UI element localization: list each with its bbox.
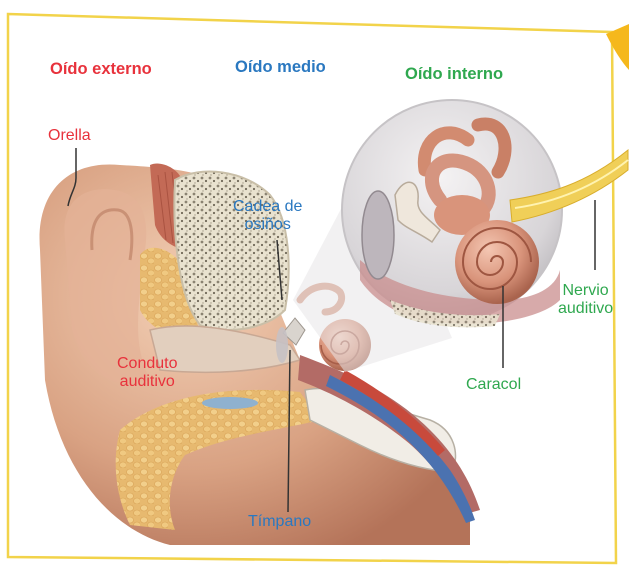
label-auditory-nerve-line2: auditivo [558, 300, 613, 318]
label-ear-canal-line2: auditivo [117, 373, 178, 391]
label-cochlea: Caracol [466, 376, 521, 394]
label-auditory-nerve-line1: Nervio [558, 282, 613, 300]
inset-eardrum [362, 191, 394, 279]
label-auditory-nerve: Nervio auditivo [558, 282, 613, 318]
header-middle-ear: Oído medio [235, 58, 326, 76]
cochlea [455, 220, 539, 304]
temporal-bone [174, 172, 288, 330]
label-eardrum: Tímpano [248, 513, 311, 531]
label-pinna: Orella [48, 127, 91, 145]
label-ear-canal-line1: Conduto [117, 355, 178, 373]
label-ear-canal: Conduto auditivo [117, 355, 178, 391]
header-outer-ear: Oído externo [50, 60, 152, 78]
label-ossicles-line1: Cadea de [233, 198, 302, 216]
label-ossicles-line2: osiños [233, 216, 302, 234]
blood-vessel-small [202, 397, 258, 409]
label-ossicles: Cadea de osiños [233, 198, 302, 234]
eardrum-membrane [276, 327, 288, 363]
header-inner-ear: Oído interno [405, 65, 503, 83]
